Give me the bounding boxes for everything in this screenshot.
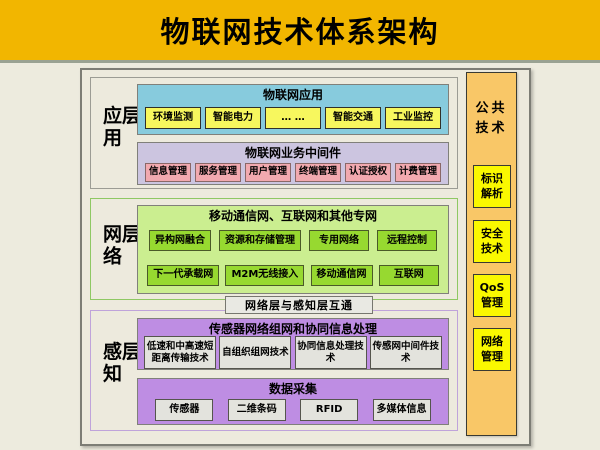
iot-apps-box: 物联网应用 环境监测 智能电力 … … 智能交通 工业监控 [137, 84, 449, 135]
middleware-title: 物联网业务中间件 [244, 146, 341, 160]
net-node-private-network: 专用网络 [309, 230, 369, 252]
network-row-2: 下一代承载网 M2M无线接入 移动通信网 互联网 [138, 258, 448, 293]
network-box-title: 移动通信网、互联网和其他专网 [208, 209, 377, 223]
title-banner: 物联网技术体系架构 [0, 0, 600, 63]
application-layer-label: 应用层 [100, 105, 141, 150]
net-node-internet: 互联网 [378, 265, 439, 287]
app-node-ellipsis: … … [265, 107, 321, 130]
sensor-network-row: 低速和中高速短距离传输技术 自组织组网技术 协同信息处理技术 传感网中间件技术 [138, 336, 448, 370]
network-layer: 网络层 移动通信网、互联网和其他专网 异构网融合 资源和存储管理 专用网络 远程… [90, 198, 458, 300]
per-node-short-range-transmission: 低速和中高速短距离传输技术 [144, 336, 217, 370]
dc-node-multimedia: 多媒体信息 [372, 399, 431, 422]
mw-node-auth: 认证授权 [345, 162, 391, 182]
sensor-network-title: 传感器网络组网和协同信息处理 [208, 322, 377, 336]
network-row-1: 异构网融合 资源和存储管理 专用网络 远程控制 [138, 223, 448, 258]
data-collection-row: 传感器 二维条码 RFID 多媒体信息 [138, 396, 448, 424]
common-node-network-mgmt: 网络管理 [473, 328, 511, 371]
perception-layer-label: 感知层 [100, 340, 141, 385]
common-tech-column: 公共技术 标识解析 安全技术 QoS管理 网络管理 [466, 72, 517, 436]
mw-node-user-mgmt: 用户管理 [245, 162, 291, 182]
common-node-qos-mgmt: QoS管理 [473, 274, 511, 317]
iot-apps-row: 环境监测 智能电力 … … 智能交通 工业监控 [138, 102, 448, 134]
mw-node-terminal-mgmt: 终端管理 [295, 162, 341, 182]
dc-node-sensor: 传感器 [155, 399, 214, 422]
per-node-collaborative-processing: 协同信息处理技术 [294, 336, 367, 370]
data-collection-box: 数据采集 传感器 二维条码 RFID 多媒体信息 [137, 378, 449, 425]
layer-interconnect-bar: 网络层与感知层互通 [225, 296, 373, 314]
application-layer: 应用层 物联网应用 环境监测 智能电力 … … 智能交通 工业监控 物联网业务中… [90, 77, 458, 189]
sensor-network-box: 传感器网络组网和协同信息处理 低速和中高速短距离传输技术 自组织组网技术 协同信… [137, 318, 449, 370]
net-node-remote-control: 远程控制 [377, 230, 437, 252]
net-node-resource-storage-mgmt: 资源和存储管理 [219, 230, 301, 252]
app-node-industrial-monitoring: 工业监控 [385, 107, 441, 130]
app-node-smart-power: 智能电力 [205, 107, 261, 130]
dc-node-barcode: 二维条码 [227, 399, 286, 422]
per-node-sensor-middleware: 传感网中间件技术 [369, 336, 442, 370]
middleware-box: 物联网业务中间件 信息管理 服务管理 用户管理 终端管理 认证授权 计费管理 [137, 142, 449, 185]
net-node-mobile-comm: 移动通信网 [310, 265, 373, 287]
mw-node-service-mgmt: 服务管理 [195, 162, 241, 182]
network-layer-label: 网络层 [100, 224, 141, 268]
network-box: 移动通信网、互联网和其他专网 异构网融合 资源和存储管理 专用网络 远程控制 下… [137, 205, 449, 294]
net-node-heterogeneous-fusion: 异构网融合 [149, 230, 211, 252]
dc-node-rfid: RFID [300, 399, 359, 422]
common-node-id-resolution: 标识解析 [473, 165, 511, 208]
iot-apps-title: 物联网应用 [262, 88, 323, 102]
main-panel: 应用层 物联网应用 环境监测 智能电力 … … 智能交通 工业监控 物联网业务中… [80, 68, 531, 446]
app-node-smart-transport: 智能交通 [325, 107, 381, 130]
common-tech-title: 公共技术 [475, 101, 508, 136]
common-node-security: 安全技术 [473, 220, 511, 263]
app-node-env-monitoring: 环境监测 [145, 107, 201, 130]
data-collection-title: 数据采集 [268, 382, 317, 396]
net-node-next-gen-bearer: 下一代承载网 [147, 265, 220, 287]
page-title: 物联网技术体系架构 [160, 15, 440, 49]
net-node-m2m-wireless: M2M无线接入 [225, 265, 305, 287]
mw-node-billing-mgmt: 计费管理 [395, 162, 441, 182]
perception-layer: 感知层 传感器网络组网和协同信息处理 低速和中高速短距离传输技术 自组织组网技术… [90, 310, 458, 431]
middleware-row: 信息管理 服务管理 用户管理 终端管理 认证授权 计费管理 [138, 160, 448, 184]
mw-node-info-mgmt: 信息管理 [145, 162, 191, 182]
per-node-adhoc-networking: 自组织组网技术 [219, 336, 292, 370]
